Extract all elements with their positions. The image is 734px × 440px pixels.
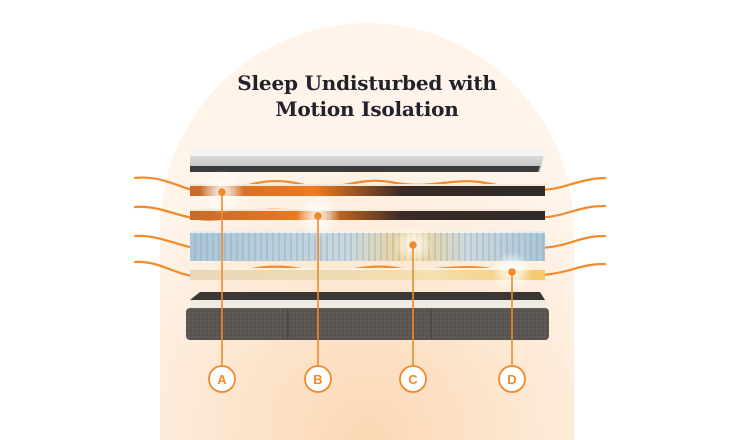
title-line-1: Sleep Undisturbed with	[237, 71, 497, 95]
marker-A: A	[208, 365, 236, 393]
title-line-2: Motion Isolation	[275, 97, 459, 121]
base-foam-layer	[190, 268, 545, 280]
diagram-title: Sleep Undisturbed with Motion Isolation	[0, 70, 734, 122]
coil-layer	[190, 231, 545, 261]
marker-label-B: B	[313, 372, 322, 387]
marker-C: C	[399, 365, 427, 393]
pointer-lines	[218, 188, 516, 366]
marker-label-A: A	[217, 372, 227, 387]
support-layer	[190, 209, 545, 220]
marker-label-C: C	[408, 372, 418, 387]
base-cover	[186, 292, 549, 340]
marker-D: D	[498, 365, 526, 393]
marker-label-D: D	[507, 372, 516, 387]
top-cover-layer	[190, 150, 545, 172]
marker-B: B	[304, 365, 332, 393]
comfort-layer	[190, 184, 545, 196]
